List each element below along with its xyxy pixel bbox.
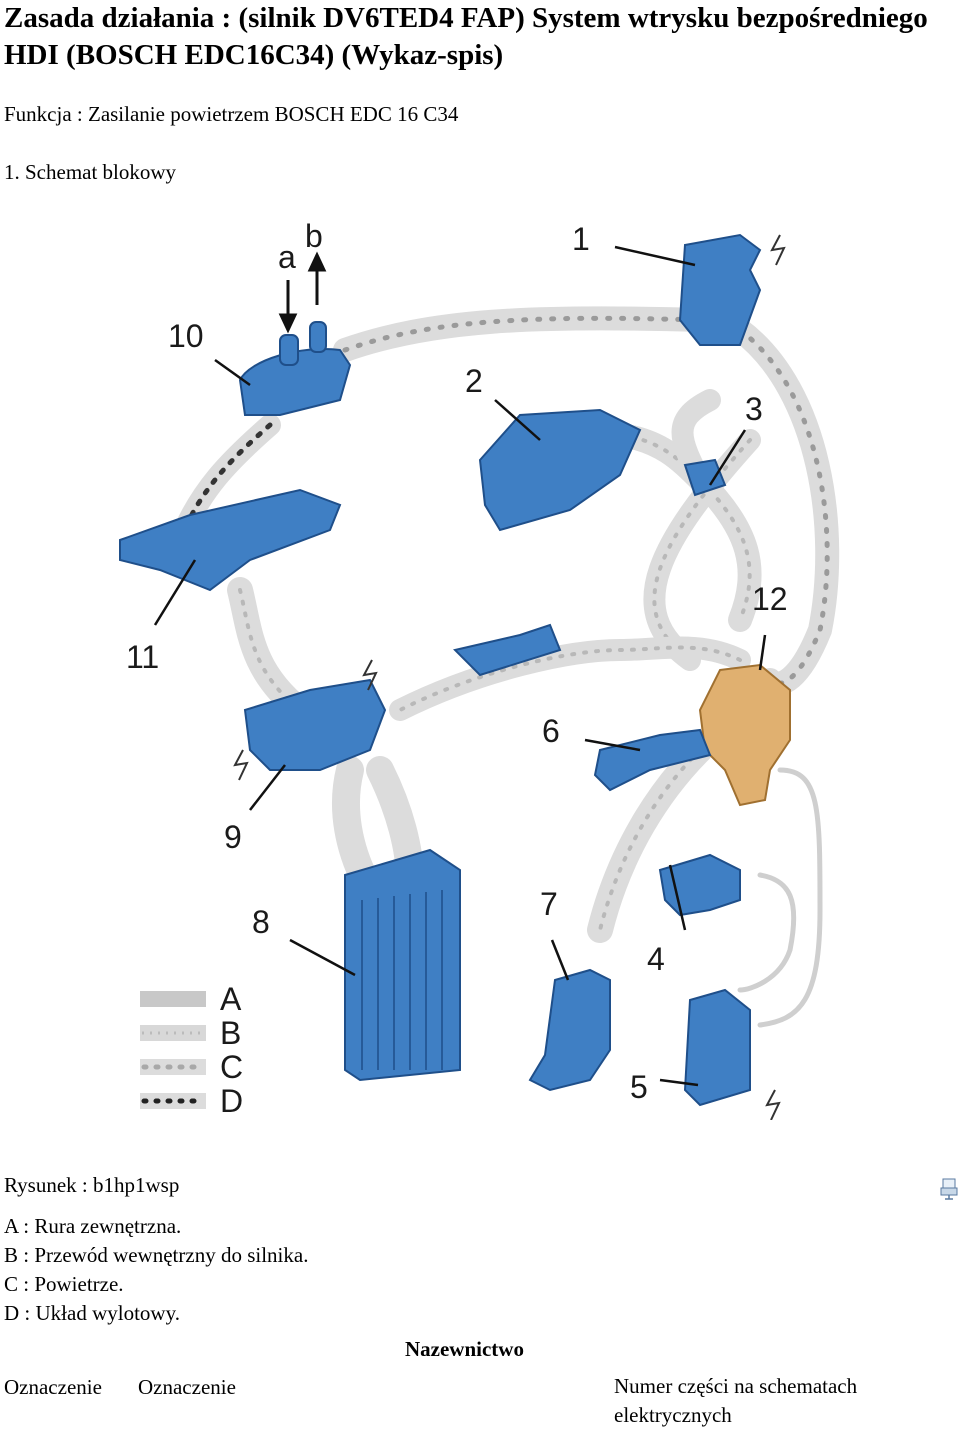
component-1 [678,233,762,346]
part-number: 6 [542,713,560,749]
component-11 [119,488,342,592]
part-numbers: 1 2 3 4 5 6 7 8 9 10 11 12 a b [126,218,788,1105]
hose-9-8-a [331,756,379,894]
component-6 [593,728,712,792]
component-5 [683,988,751,1107]
legend-list: A : Rura zewnętrzna. B : Przewód wewnętr… [4,1212,308,1328]
part-number: 1 [572,221,590,257]
lightning-icon [233,234,786,1120]
component-7 [528,968,611,1092]
part-number: 10 [168,318,204,354]
part-number: 11 [126,639,159,675]
print-icon[interactable] [940,1178,958,1200]
function-line: Funkcja : Zasilanie powietrzem BOSCH EDC… [4,102,459,126]
components [119,233,791,1107]
part-number: 4 [647,941,665,977]
legend-letter: D [220,1083,243,1119]
component-8-intercooler [344,848,461,1082]
legend-item: D : Układ wylotowy. [4,1301,180,1325]
page-title: Zasada działania : (silnik DV6TED4 FAP) … [4,2,928,71]
nomenclature-heading: Nazewnictwo [405,1337,524,1361]
flow-arrows [278,251,327,334]
part-number: 3 [745,391,763,427]
column-header: Oznaczenie [138,1375,236,1399]
air-supply-block-diagram: 1 2 3 4 5 6 7 8 9 10 11 12 a b A B C D [119,218,840,1120]
vacuum-line [757,767,823,1028]
component-2 [478,408,642,532]
section-title: 1. Schemat blokowy [4,160,177,184]
column-header: Oznaczenie [4,1375,102,1399]
arrow-label-a: a [278,239,296,275]
part-number: 7 [540,886,558,922]
hose-11-9 [227,577,313,723]
component-10 [238,348,352,416]
legend-letter: A [220,981,242,1017]
part-number: 9 [224,819,242,855]
legend-item: C : Powietrze. [4,1272,124,1296]
part-number: 8 [252,904,270,940]
component-9 [243,678,387,771]
part-number: 2 [465,363,483,399]
part-number: 5 [630,1069,648,1105]
component-12-turbo [698,663,791,807]
legend-letter: C [220,1049,243,1085]
legend-item: A : Rura zewnętrzna. [4,1214,182,1238]
hose-12-9 [389,636,751,721]
legend-letter: B [220,1015,241,1051]
component-4 [658,853,741,917]
part-number: 12 [752,581,788,617]
component-3 [683,458,727,497]
column-header: Numer części na schematach elektrycznych [614,1374,858,1427]
arrow-label-b: b [305,218,323,254]
legend-item: B : Przewód wewnętrzny do silnika. [4,1243,309,1267]
figure-caption: Rysunek : b1hp1wsp [4,1173,180,1197]
leader-lines [153,245,767,1087]
line-legend: A B C D [140,981,243,1119]
